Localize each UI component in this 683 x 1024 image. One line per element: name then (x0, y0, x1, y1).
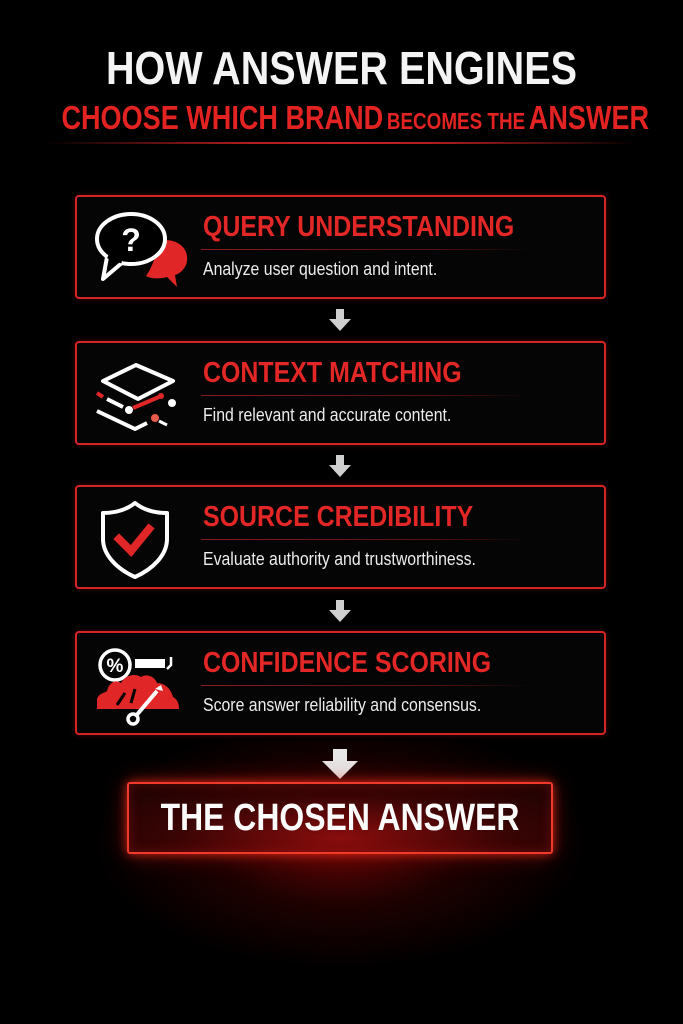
step-divider (201, 685, 531, 686)
step-heading: SOURCE CREDIBILITY (203, 501, 474, 533)
step-query-understanding: ? QUERY UNDERSTANDING Analyze user quest… (75, 195, 606, 299)
step-source-credibility: SOURCE CREDIBILITY Evaluate authority an… (75, 485, 606, 589)
step-description: Analyze user question and intent. (203, 259, 438, 279)
arrow-down-icon (328, 308, 352, 332)
chosen-answer-box: THE CHOSEN ANSWER (127, 782, 553, 854)
arrow-down-icon (328, 454, 352, 478)
svg-text:%: % (107, 656, 124, 677)
step-divider (201, 395, 531, 396)
layers-connection-icon (91, 353, 191, 437)
percent-gauge-icon: % (91, 643, 191, 727)
step-confidence-scoring: % CONFIDENCE SCORING Score answer reliab… (75, 631, 606, 735)
shield-check-icon (91, 497, 191, 581)
step-divider (201, 539, 531, 540)
arrow-down-icon (328, 599, 352, 623)
subtitle-part-1: CHOOSE WHICH BRAND (61, 99, 384, 136)
title-divider (45, 142, 638, 144)
step-description: Score answer reliability and consensus. (203, 695, 482, 715)
step-heading: CONTEXT MATCHING (203, 357, 462, 389)
arrow-down-icon (321, 748, 359, 780)
page-subtitle: CHOOSE WHICH BRAND BECOMES THE ANSWER (61, 98, 649, 145)
step-context-matching: CONTEXT MATCHING Find relevant and accur… (75, 341, 606, 445)
step-description: Evaluate authority and trustworthiness. (203, 549, 476, 569)
step-heading: CONFIDENCE SCORING (203, 647, 492, 679)
subtitle-part-3: ANSWER (528, 99, 650, 136)
chosen-answer-label: THE CHOSEN ANSWER (160, 796, 520, 839)
step-heading: QUERY UNDERSTANDING (203, 211, 515, 243)
svg-text:?: ? (121, 222, 141, 258)
subtitle-part-2: BECOMES THE (386, 108, 526, 134)
page-title: HOW ANSWER ENGINES (105, 42, 578, 94)
step-description: Find relevant and accurate content. (203, 405, 452, 425)
speech-bubbles-question-icon: ? (91, 207, 191, 291)
step-divider (201, 249, 531, 250)
